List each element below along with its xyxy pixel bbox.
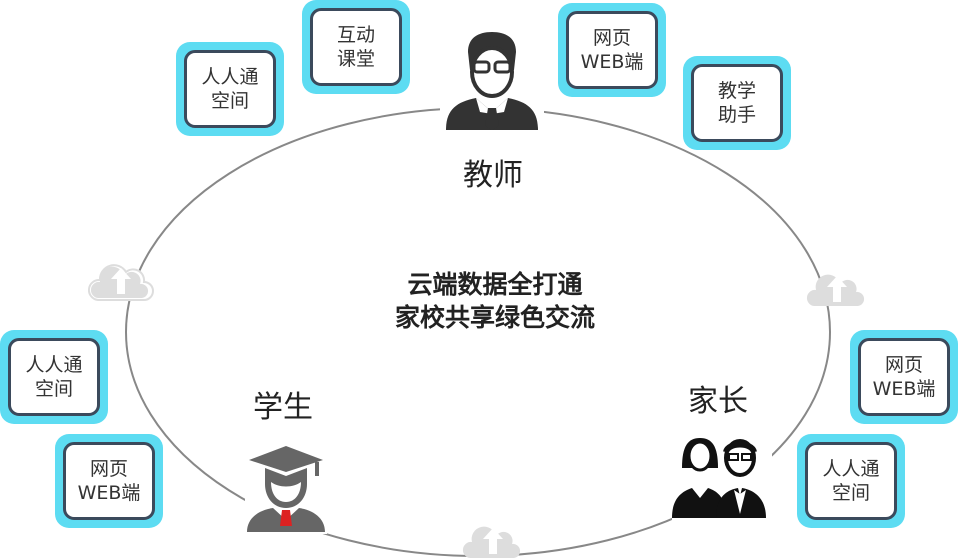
slogan-line-1: 云端数据全打通 bbox=[407, 270, 583, 299]
cloud-upload-icon bbox=[88, 264, 154, 301]
teacher-icon bbox=[440, 30, 544, 134]
box-line: 课堂 bbox=[336, 48, 375, 70]
parent-label: 家长 bbox=[688, 384, 748, 419]
box-line: 互动 bbox=[336, 24, 375, 46]
cloud-upload-icon bbox=[462, 526, 521, 558]
center-slogan: 云端数据全打通 家校共享绿色交流 bbox=[395, 268, 595, 334]
parents-icon bbox=[672, 432, 772, 520]
box-line: WEB端 bbox=[77, 482, 141, 504]
cloud-upload-icon bbox=[806, 274, 865, 306]
box-line: 人人通 bbox=[25, 354, 83, 376]
box-line: WEB端 bbox=[872, 378, 936, 400]
box-line: 网页 bbox=[89, 458, 128, 480]
box-line: 空间 bbox=[34, 378, 73, 400]
box-line: 助手 bbox=[717, 104, 756, 126]
box-line: 网页 bbox=[884, 354, 923, 376]
interactive-classroom-box[interactable]: 互动课堂 bbox=[302, 0, 410, 94]
teacher-renrentong-space-box[interactable]: 人人通空间 bbox=[176, 42, 284, 136]
box-line: 人人通 bbox=[201, 66, 259, 88]
box-line: 空间 bbox=[831, 482, 870, 504]
slogan-line-2: 家校共享绿色交流 bbox=[394, 303, 596, 332]
parent-renrentong-space-box[interactable]: 人人通空间 bbox=[797, 434, 905, 528]
box-line: 教学 bbox=[717, 80, 756, 102]
teacher-label: 教师 bbox=[463, 158, 523, 193]
teaching-assistant-box[interactable]: 教学助手 bbox=[683, 56, 791, 150]
student-icon bbox=[245, 444, 327, 534]
student-label: 学生 bbox=[253, 390, 313, 425]
box-line: 空间 bbox=[210, 90, 249, 112]
box-line: 网页 bbox=[592, 27, 631, 49]
box-line: 人人通 bbox=[822, 458, 880, 480]
student-renrentong-space-box[interactable]: 人人通空间 bbox=[0, 330, 108, 424]
box-line: WEB端 bbox=[580, 51, 644, 73]
